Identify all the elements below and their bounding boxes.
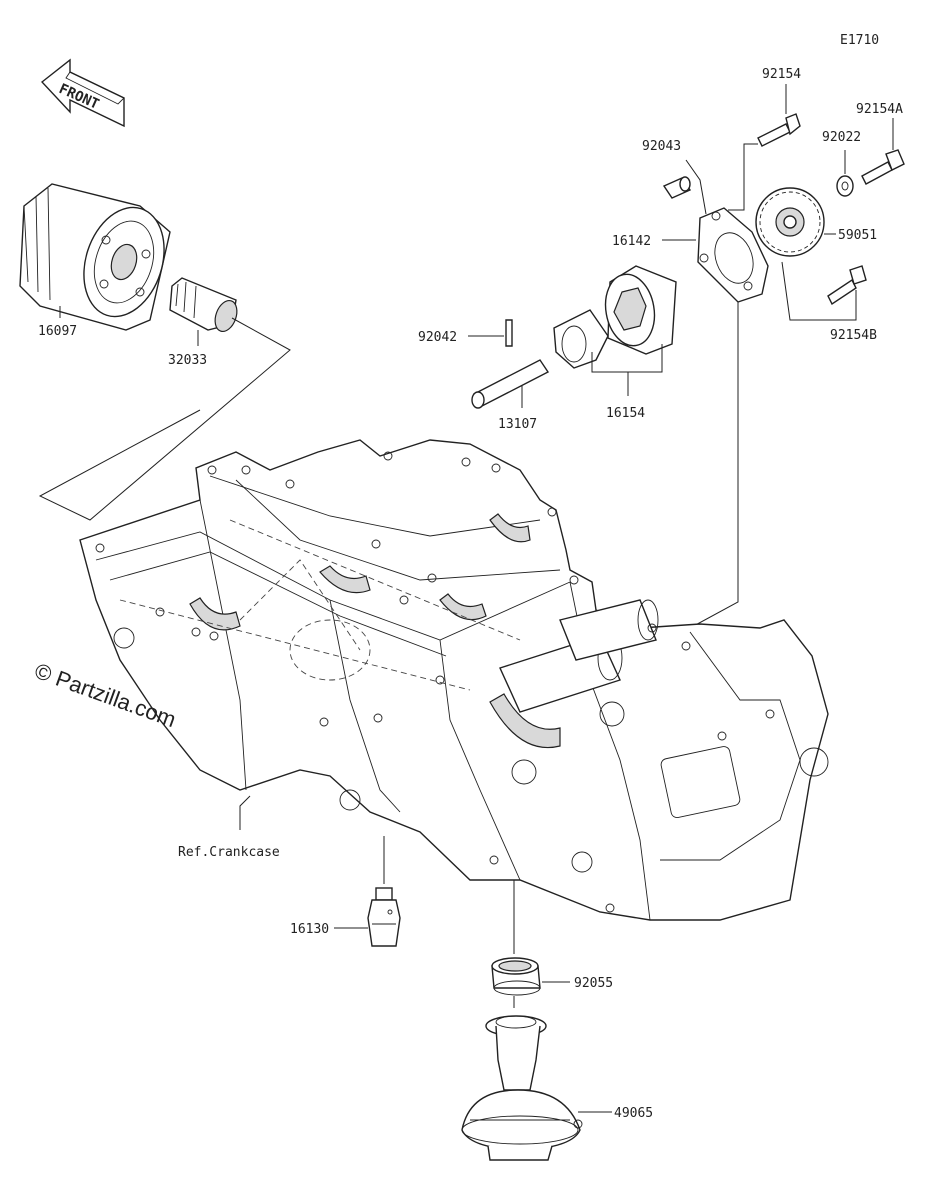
label-92055: 92055 — [574, 976, 613, 991]
label-49065: 49065 — [614, 1106, 653, 1121]
label-92154B: 92154B — [830, 328, 877, 343]
dowel-pin-92043[interactable] — [662, 176, 692, 199]
crankcase — [79, 439, 829, 921]
pin-92042[interactable] — [505, 319, 513, 347]
label-92042: 92042 — [418, 330, 457, 345]
bolt-92154[interactable] — [757, 113, 801, 147]
label-16130: 16130 — [290, 922, 329, 937]
pump-cover-16142[interactable] — [697, 207, 769, 303]
label-92043: 92043 — [642, 139, 681, 154]
oil-pressure-switch-16130[interactable] — [367, 887, 401, 947]
label-92154: 92154 — [762, 67, 801, 82]
pump-rotors-16154[interactable] — [553, 265, 677, 369]
oil-strainer-49065[interactable] — [461, 1015, 583, 1161]
label-92154A: 92154A — [856, 102, 903, 117]
washer-92022[interactable] — [836, 175, 854, 197]
bolt-92154A[interactable] — [861, 149, 905, 185]
label-16142: 16142 — [612, 234, 651, 249]
label-59051: 59051 — [838, 228, 877, 243]
bolt-92154B[interactable] — [827, 265, 867, 306]
o-ring-92055[interactable] — [491, 957, 541, 996]
oil-filter-16097[interactable] — [19, 183, 177, 331]
label-13107: 13107 — [498, 417, 537, 432]
label-16097: 16097 — [38, 324, 77, 339]
pump-shaft-13107[interactable] — [471, 359, 550, 409]
front-arrow-icon: FRONT — [40, 58, 125, 128]
gear-59051[interactable] — [755, 187, 825, 257]
fitting-32033[interactable] — [169, 277, 241, 334]
label-16154: 16154 — [606, 406, 645, 421]
label-32033: 32033 — [168, 353, 207, 368]
diagram-code: E1710 — [840, 33, 879, 48]
ref-crankcase-label: Ref.Crankcase — [178, 845, 280, 860]
label-92022: 92022 — [822, 130, 861, 145]
